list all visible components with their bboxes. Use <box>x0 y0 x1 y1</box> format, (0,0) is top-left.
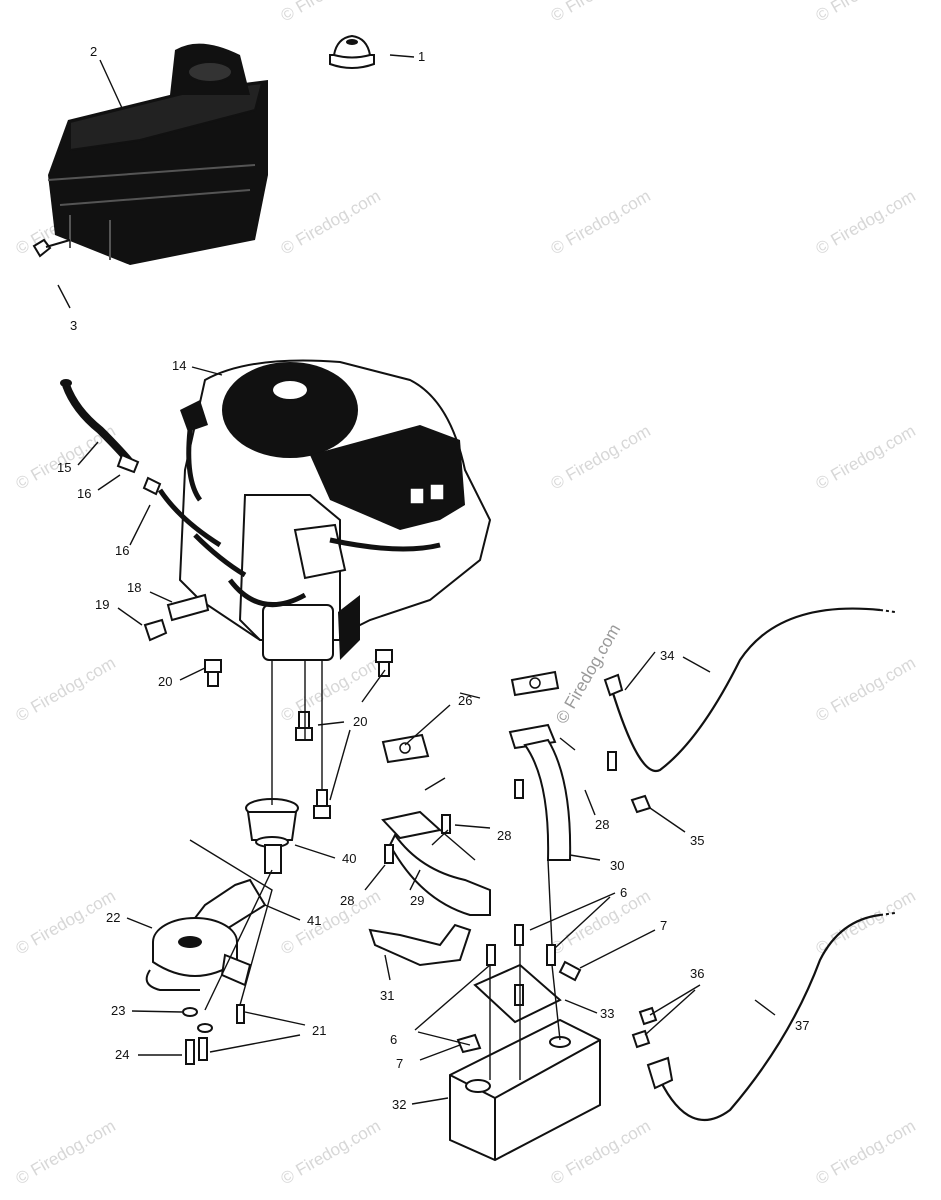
watermark: © Firedog.com <box>13 653 119 725</box>
callout-label: 20 <box>158 674 172 689</box>
watermark: © Firedog.com <box>278 0 384 25</box>
callout-label: 18 <box>127 580 141 595</box>
muffler-brackets-part <box>368 923 562 1024</box>
callout-label: 36 <box>690 966 704 981</box>
callout-label: 26 <box>458 693 472 708</box>
watermark: © Firedog.com <box>548 1116 654 1188</box>
watermark: © Firedog.com <box>278 653 384 725</box>
callout-labels: 1 2 3 14 15 16 16 18 19 20 20 26 34 28 2… <box>57 44 809 1112</box>
pulley-part <box>245 798 299 874</box>
callout-label: 1 <box>418 49 425 64</box>
watermark: © Firedog.com <box>813 186 919 258</box>
callout-label: 41 <box>307 913 321 928</box>
watermark: © Firedog.com <box>813 421 919 493</box>
callout-label: 16 <box>77 486 91 501</box>
clutch-hardware-part <box>182 1004 245 1065</box>
callout-label: 3 <box>70 318 77 333</box>
watermark: © Firedog.com <box>278 1116 384 1188</box>
callout-label: 33 <box>600 1006 614 1021</box>
leader-lines <box>57 54 776 1105</box>
callout-label: 6 <box>620 885 627 900</box>
watermark: © Firedog.com <box>13 1116 119 1188</box>
engine-part <box>178 359 492 661</box>
reference-lines <box>189 660 561 1080</box>
callout-label: 24 <box>115 1047 129 1062</box>
watermark: © Firedog.com <box>548 186 654 258</box>
callout-label: 6 <box>390 1032 397 1047</box>
fuel-line-part <box>60 379 222 548</box>
callout-label: 16 <box>115 543 129 558</box>
watermark: © Firedog.com <box>278 186 384 258</box>
exhaust-gaskets-part <box>381 670 560 764</box>
callout-label: 21 <box>312 1023 326 1038</box>
electric-clutch-part <box>145 917 252 991</box>
engine-bolts-part <box>204 649 393 819</box>
watermark: © Firedog.com <box>548 421 654 493</box>
callout-label: 35 <box>690 833 704 848</box>
choke-cable-part <box>631 912 896 1122</box>
callout-label: 40 <box>342 851 356 866</box>
callout-label: 23 <box>111 1003 125 1018</box>
fuel-cap-part <box>329 34 375 69</box>
watermark: © Firedog.com <box>548 0 654 25</box>
muffler-part <box>449 1018 601 1162</box>
watermark: © Firedog.com <box>813 0 919 25</box>
watermark: © Firedog.com <box>548 886 654 958</box>
callout-label: 14 <box>172 358 186 373</box>
callout-label: 32 <box>392 1097 406 1112</box>
watermark-center: © Firedog.com <box>552 621 624 727</box>
callout-label: 28 <box>340 893 354 908</box>
fuel-tank-part <box>47 43 268 265</box>
callout-label: 34 <box>660 648 674 663</box>
callout-label: 29 <box>410 893 424 908</box>
watermark: © Firedog.com <box>813 1116 919 1188</box>
watermark: © Firedog.com <box>278 886 384 958</box>
callout-label: 22 <box>106 910 120 925</box>
watermark: © Firedog.com <box>813 653 919 725</box>
callout-label: 28 <box>497 828 511 843</box>
callout-label: 2 <box>90 44 97 59</box>
callout-label: 15 <box>57 460 71 475</box>
callout-label: 20 <box>353 714 367 729</box>
watermark: © Firedog.com <box>13 886 119 958</box>
callout-label: 19 <box>95 597 109 612</box>
drain-fitting-part <box>143 593 210 642</box>
throttle-cable-part <box>603 607 896 814</box>
callout-label: 7 <box>396 1056 403 1071</box>
callout-label: 28 <box>595 817 609 832</box>
tank-screw-part <box>32 238 71 258</box>
callout-label: 30 <box>610 858 624 873</box>
callout-label: 7 <box>660 918 667 933</box>
callout-label: 31 <box>380 988 394 1003</box>
exhaust-bolts-part <box>384 751 617 1054</box>
callout-label: 37 <box>795 1018 809 1033</box>
